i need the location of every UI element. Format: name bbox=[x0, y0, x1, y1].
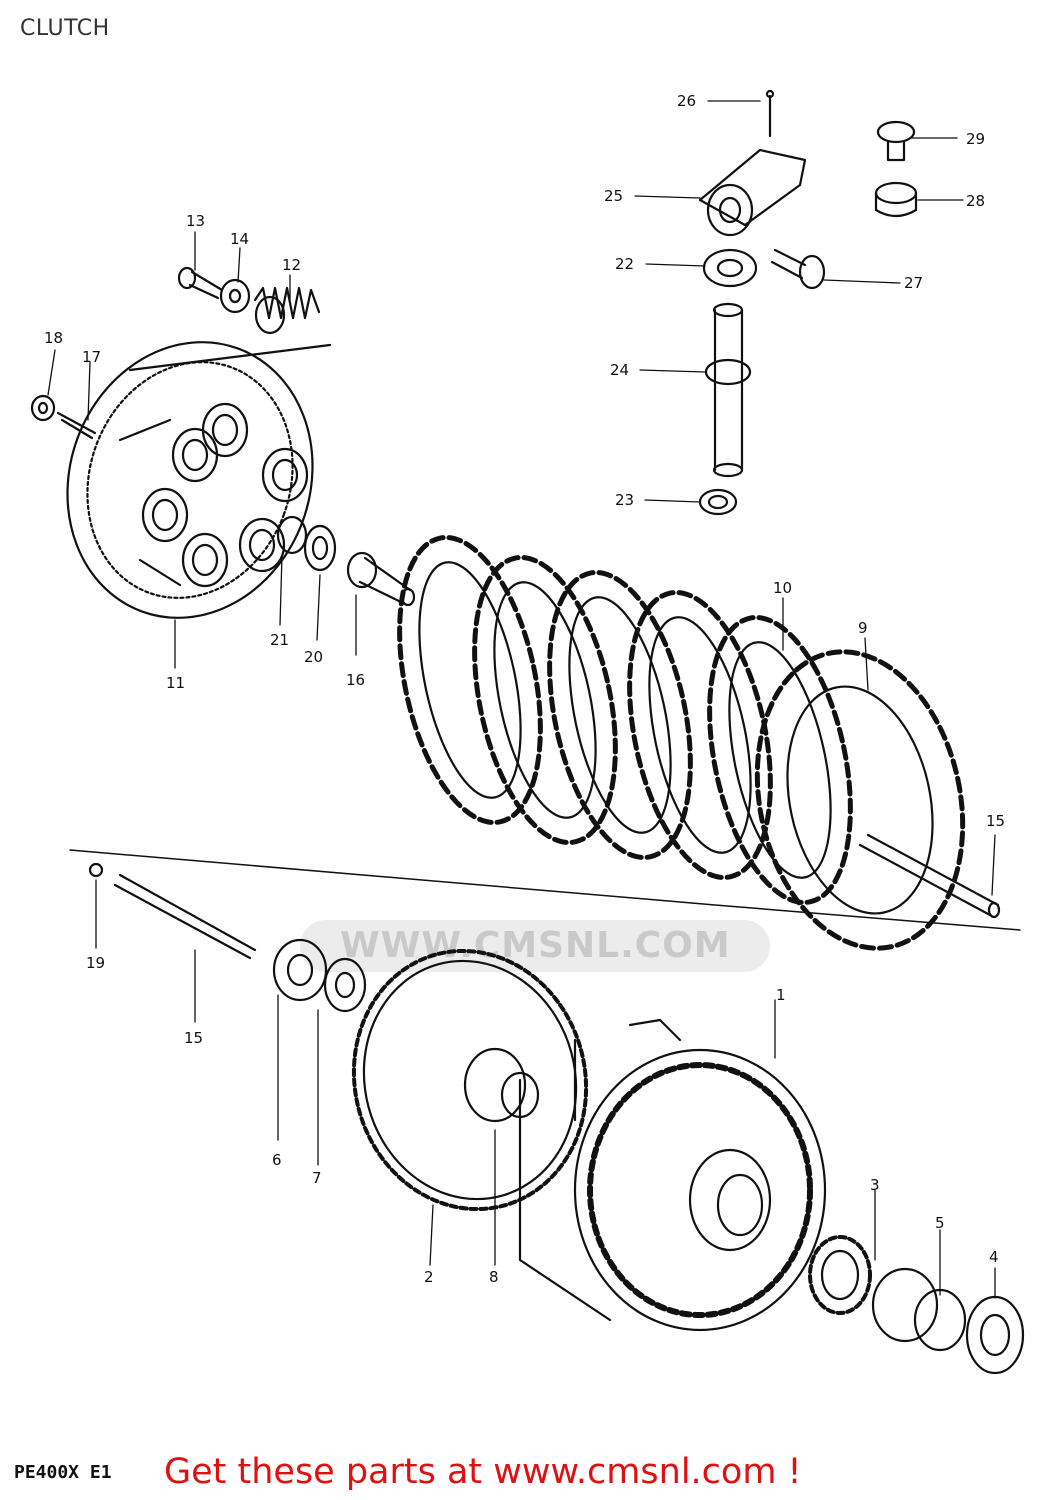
spacer-5-part[interactable] bbox=[871, 1267, 967, 1352]
washer-23-part[interactable] bbox=[698, 488, 738, 516]
get-parts-link[interactable]: Get these parts at www.cmsnl.com ! bbox=[164, 1452, 802, 1492]
callout-22: 22 bbox=[615, 255, 634, 273]
callout-28: 28 bbox=[966, 192, 985, 210]
thrust-washer-4-part[interactable] bbox=[965, 1295, 1025, 1375]
callout-15-lower: 15 bbox=[184, 1029, 203, 1047]
screw-26-part[interactable] bbox=[765, 89, 775, 138]
watermark-text: WWW.CMSNL.COM bbox=[340, 925, 731, 966]
pressure-plate-part[interactable] bbox=[29, 307, 350, 652]
friction-plate-stack-part[interactable] bbox=[376, 525, 989, 968]
callout-5: 5 bbox=[935, 1214, 945, 1232]
clutch-housing-1-part[interactable] bbox=[518, 1018, 827, 1332]
callout-25: 25 bbox=[604, 187, 623, 205]
callout-16: 16 bbox=[346, 671, 365, 689]
washer-14-part[interactable] bbox=[219, 278, 251, 314]
callout-11: 11 bbox=[166, 674, 185, 692]
ball-19-part[interactable] bbox=[88, 862, 104, 878]
callout-7: 7 bbox=[312, 1169, 322, 1187]
callout-4: 4 bbox=[989, 1248, 999, 1266]
spring-12-part[interactable] bbox=[253, 286, 321, 335]
callout-29: 29 bbox=[966, 130, 985, 148]
push-rod-15-lower-part[interactable] bbox=[113, 873, 257, 960]
callout-8: 8 bbox=[489, 1268, 499, 1286]
push-rod-15-upper-part[interactable] bbox=[858, 833, 1001, 919]
callout-9: 9 bbox=[858, 619, 868, 637]
callout-19: 19 bbox=[86, 954, 105, 972]
callout-labels: 1 2 3 4 5 6 7 8 9 10 11 12 13 14 15 15 1… bbox=[44, 92, 1005, 1286]
callout-12: 12 bbox=[282, 256, 301, 274]
callout-15-upper: 15 bbox=[986, 812, 1005, 830]
callout-24: 24 bbox=[610, 361, 629, 379]
watermark-badge bbox=[300, 920, 770, 972]
callout-10: 10 bbox=[773, 579, 792, 597]
bolt-27-part[interactable] bbox=[770, 248, 826, 290]
callout-3: 3 bbox=[870, 1176, 880, 1194]
model-code-label: PE400X E1 bbox=[14, 1462, 112, 1483]
page-title: CLUTCH bbox=[20, 16, 110, 41]
washer-21-part[interactable] bbox=[276, 515, 308, 555]
bearing-20-part[interactable] bbox=[303, 524, 337, 572]
callout-23: 23 bbox=[615, 491, 634, 509]
clutch-hub-2-part[interactable] bbox=[325, 925, 614, 1236]
nut-18-part[interactable] bbox=[30, 394, 56, 422]
oil-seal-22-part[interactable] bbox=[702, 248, 758, 288]
bolt-13-part[interactable] bbox=[177, 266, 224, 300]
callout-1: 1 bbox=[776, 986, 786, 1004]
callout-17: 17 bbox=[82, 348, 101, 366]
callout-21: 21 bbox=[270, 631, 289, 649]
leader-lines bbox=[47, 100, 996, 1299]
release-arm-25-part[interactable] bbox=[698, 148, 807, 237]
callout-6: 6 bbox=[272, 1151, 282, 1169]
washer-7-part[interactable] bbox=[323, 957, 367, 1013]
clutch-exploded-diagram: 1 2 3 4 5 6 7 8 9 10 11 12 13 14 15 15 1… bbox=[29, 89, 1025, 1375]
callout-14: 14 bbox=[230, 230, 249, 248]
release-shaft-24-part[interactable] bbox=[704, 302, 752, 478]
callout-20: 20 bbox=[304, 648, 323, 666]
callout-26: 26 bbox=[677, 92, 696, 110]
needle-bearing-3-part[interactable] bbox=[808, 1235, 872, 1315]
callout-18: 18 bbox=[44, 329, 63, 347]
screw-29-part[interactable] bbox=[876, 120, 916, 162]
cap-28-part[interactable] bbox=[874, 181, 918, 218]
stud-17-part[interactable] bbox=[56, 411, 97, 440]
nut-6-part[interactable] bbox=[272, 938, 328, 1002]
callout-27: 27 bbox=[904, 274, 923, 292]
callout-2: 2 bbox=[424, 1268, 434, 1286]
callout-13: 13 bbox=[186, 212, 205, 230]
